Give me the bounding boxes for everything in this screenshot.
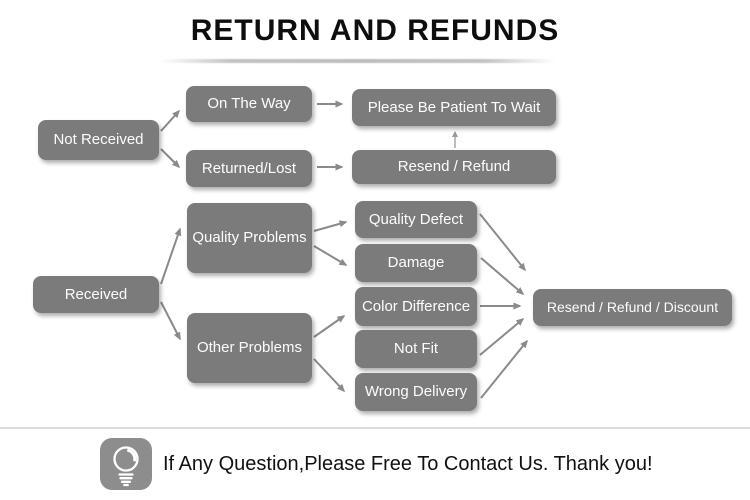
node-wrong-delivery: Wrong Delivery bbox=[355, 373, 477, 411]
arrow-quality-defect-to-final bbox=[479, 213, 526, 272]
footer: If Any Question,Please Free To Contact U… bbox=[100, 438, 653, 490]
node-label: Quality Defect bbox=[368, 210, 464, 228]
node-label: On The Way bbox=[207, 95, 291, 113]
lightbulb-icon bbox=[100, 438, 152, 490]
node-received: Received bbox=[33, 276, 159, 313]
footer-divider bbox=[0, 427, 750, 429]
arrow-other-problems-to-color-difference bbox=[313, 315, 346, 338]
arrow-quality-problems-to-damage bbox=[313, 245, 348, 266]
node-label: Not Received bbox=[53, 131, 144, 149]
node-not-received: Not Received bbox=[38, 120, 159, 160]
arrow-not-received-to-on-the-way bbox=[160, 109, 181, 132]
node-label: Please Be Patient To Wait bbox=[367, 98, 541, 116]
node-other-problems: Other Problems bbox=[187, 313, 312, 383]
node-please-be-patient: Please Be Patient To Wait bbox=[352, 89, 556, 126]
title-underline bbox=[160, 59, 556, 63]
arrow-quality-problems-to-quality-defect bbox=[313, 220, 348, 232]
node-label: Returned/Lost bbox=[201, 159, 297, 177]
footer-message: If Any Question,Please Free To Contact U… bbox=[163, 452, 653, 475]
page-title: RETURN AND REFUNDS bbox=[190, 14, 560, 47]
node-returned-lost: Returned/Lost bbox=[186, 150, 312, 187]
node-label: Resend / Refund / Discount bbox=[546, 299, 719, 316]
node-color-difference: Color Difference bbox=[355, 287, 477, 326]
node-not-fit: Not Fit bbox=[355, 330, 477, 368]
node-quality-problems: Quality Problems bbox=[187, 203, 312, 273]
arrow-not-fit-to-final bbox=[479, 318, 525, 356]
node-damage: Damage bbox=[355, 244, 477, 282]
node-on-the-way: On The Way bbox=[186, 86, 312, 122]
node-quality-defect: Quality Defect bbox=[355, 201, 477, 238]
arrow-received-to-other-problems bbox=[160, 301, 181, 341]
arrow-received-to-quality-problems bbox=[160, 227, 182, 285]
arrow-wrong-delivery-to-final bbox=[480, 339, 528, 399]
node-label: Not Fit bbox=[393, 340, 439, 358]
node-label: Wrong Delivery bbox=[364, 383, 468, 401]
arrow-damage-to-final bbox=[480, 257, 525, 295]
node-label: Other Problems bbox=[196, 339, 303, 357]
node-label: Color Difference bbox=[361, 297, 471, 315]
node-label: Damage bbox=[387, 254, 445, 272]
node-resend-refund-discount: Resend / Refund / Discount bbox=[533, 289, 732, 326]
node-label: Quality Problems bbox=[192, 229, 307, 247]
node-resend-refund: Resend / Refund bbox=[352, 150, 556, 184]
arrow-other-problems-to-wrong-delivery bbox=[313, 358, 346, 393]
arrow-not-received-to-returned-lost bbox=[160, 148, 181, 169]
node-label: Received bbox=[64, 285, 128, 303]
node-label: Resend / Refund bbox=[397, 158, 511, 176]
